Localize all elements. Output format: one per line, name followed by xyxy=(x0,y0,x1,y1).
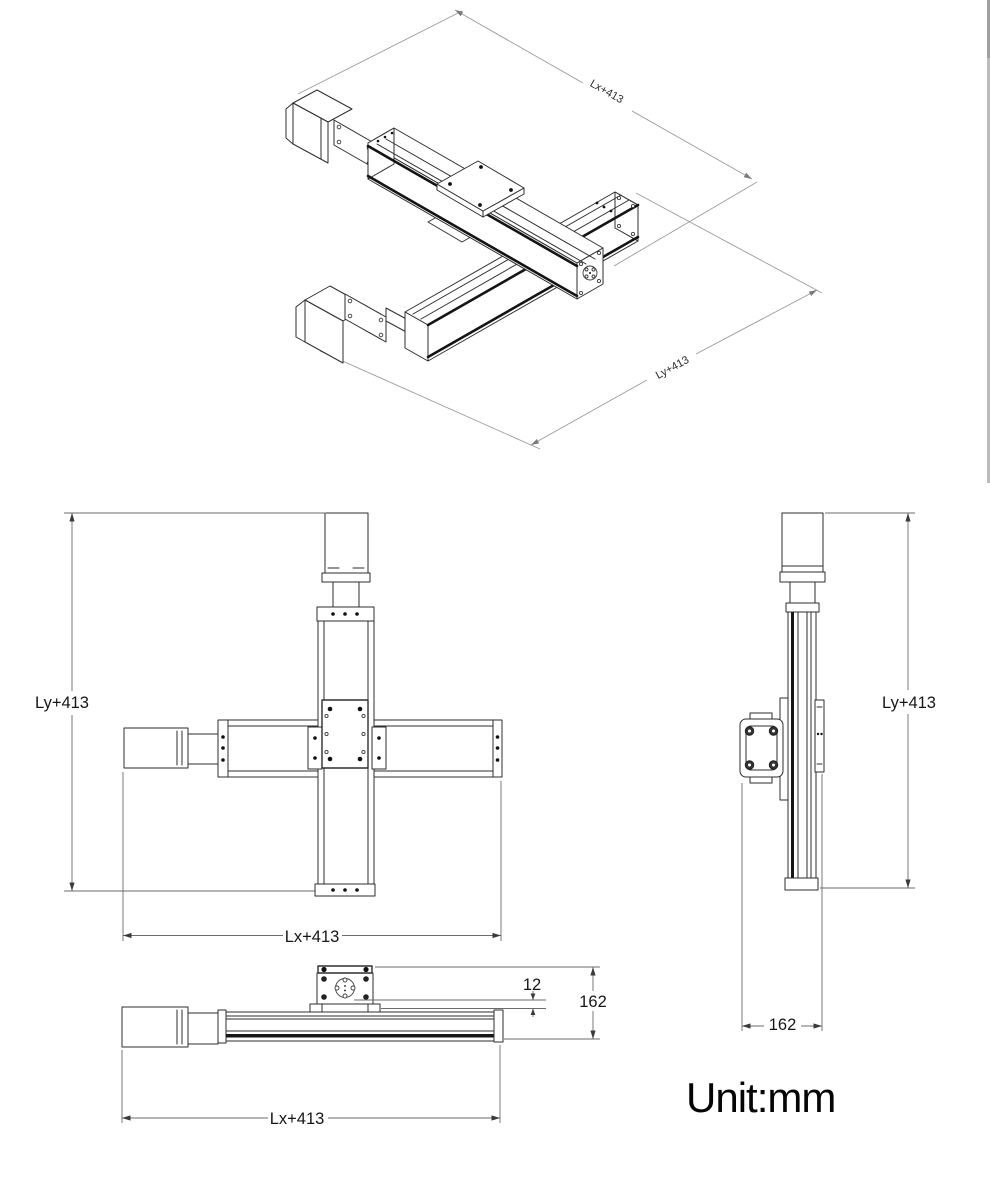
front-view: 12 162 Lx+413 xyxy=(121,965,607,1128)
front-dimension-width: Lx+413 xyxy=(121,1045,501,1128)
side-view: Ly+413 162 xyxy=(739,512,936,1034)
plan-carriage xyxy=(307,699,387,770)
front-carriage xyxy=(309,965,381,1013)
side-dimension-depth: 162 xyxy=(741,774,823,1034)
scrollbar-remnant xyxy=(987,0,990,483)
front-dim-gap-label: 12 xyxy=(523,976,541,994)
side-dim-height-label: Ly+413 xyxy=(882,694,936,712)
iso-dim-y-label: Ly+413 xyxy=(654,354,691,382)
front-dim-height-label: 162 xyxy=(579,993,607,1011)
side-dimension-height: Ly+413 xyxy=(820,512,936,889)
plan-dimension-width: Lx+413 xyxy=(122,772,502,946)
side-carriage-and-motor-face xyxy=(739,697,825,801)
plan-dim-width-label: Lx+413 xyxy=(285,928,340,946)
iso-table-plate xyxy=(436,160,525,218)
front-dimension-height: 162 xyxy=(375,966,607,1040)
plan-dim-height-label: Ly+413 xyxy=(35,694,89,712)
side-y-rail xyxy=(779,512,826,891)
front-dim-width-label: Lx+413 xyxy=(270,1110,325,1128)
plan-dimension-height: Ly+413 xyxy=(35,512,326,892)
side-dim-depth-label: 162 xyxy=(769,1016,797,1034)
unit-note: Unit:mm xyxy=(686,1074,835,1121)
front-x-rail xyxy=(121,1006,504,1048)
front-dimension-gap: 12 xyxy=(354,976,546,1017)
isometric-view: Lx+413 Ly+413 xyxy=(285,9,823,450)
plan-view: Ly+413 Lx+413 xyxy=(35,512,503,946)
iso-dim-x-label: Lx+413 xyxy=(588,78,626,106)
